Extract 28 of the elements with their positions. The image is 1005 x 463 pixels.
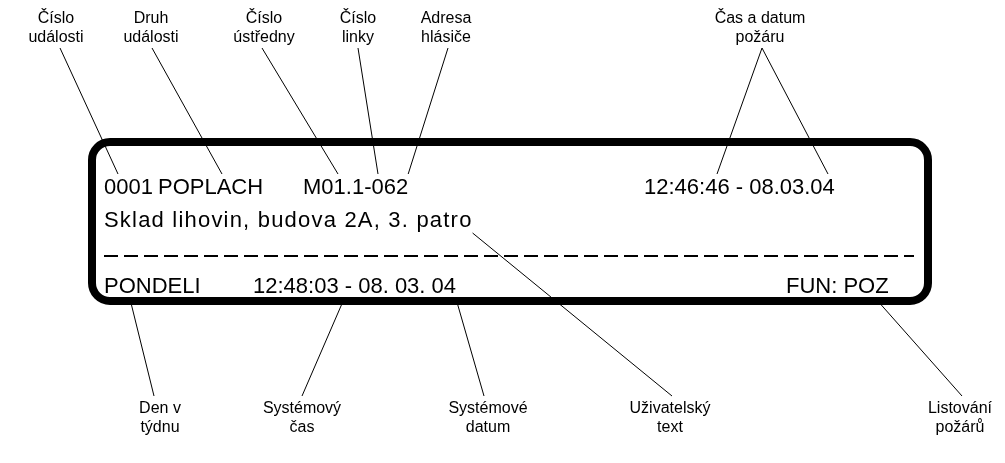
callout-label: Uživatelský text <box>620 398 720 436</box>
callout-label: Druh události <box>106 8 196 46</box>
display-frame <box>88 138 932 305</box>
display-text: 12:48:03 - 08. 03. 04 <box>253 273 457 299</box>
callout-label: Listování požárů <box>918 398 1002 436</box>
leader-line <box>357 47 379 175</box>
display-text: M01.1-062 <box>303 174 409 200</box>
leader-line <box>472 232 673 397</box>
callout-label: Číslo události <box>14 8 98 46</box>
leader-line <box>59 47 119 175</box>
callout-label: Číslo linky <box>333 8 383 46</box>
leader-line <box>407 47 449 175</box>
callout-label: Systémový čas <box>250 398 354 436</box>
callout-label: Čas a datum požáru <box>705 8 815 46</box>
callout-label: Číslo ústředny <box>218 8 310 46</box>
leader-line <box>761 47 829 175</box>
display-text: 12:46:46 - 08.03.04 <box>644 174 835 200</box>
display-text: 0001 <box>104 174 153 200</box>
leader-line <box>261 47 339 175</box>
leader-line <box>151 47 223 175</box>
callout-label: Systémové datum <box>436 398 540 436</box>
leader-line <box>716 47 763 175</box>
display-text: POPLACH <box>158 174 264 200</box>
display-text: FUN: POZ <box>786 273 889 299</box>
callout-label: Den v týdnu <box>118 398 202 436</box>
display-text: Sklad lihovin, budova 2A, 3. patro <box>104 207 473 233</box>
callout-label: Adresa hlásiče <box>404 8 488 46</box>
display-text: PONDELI <box>104 273 201 299</box>
